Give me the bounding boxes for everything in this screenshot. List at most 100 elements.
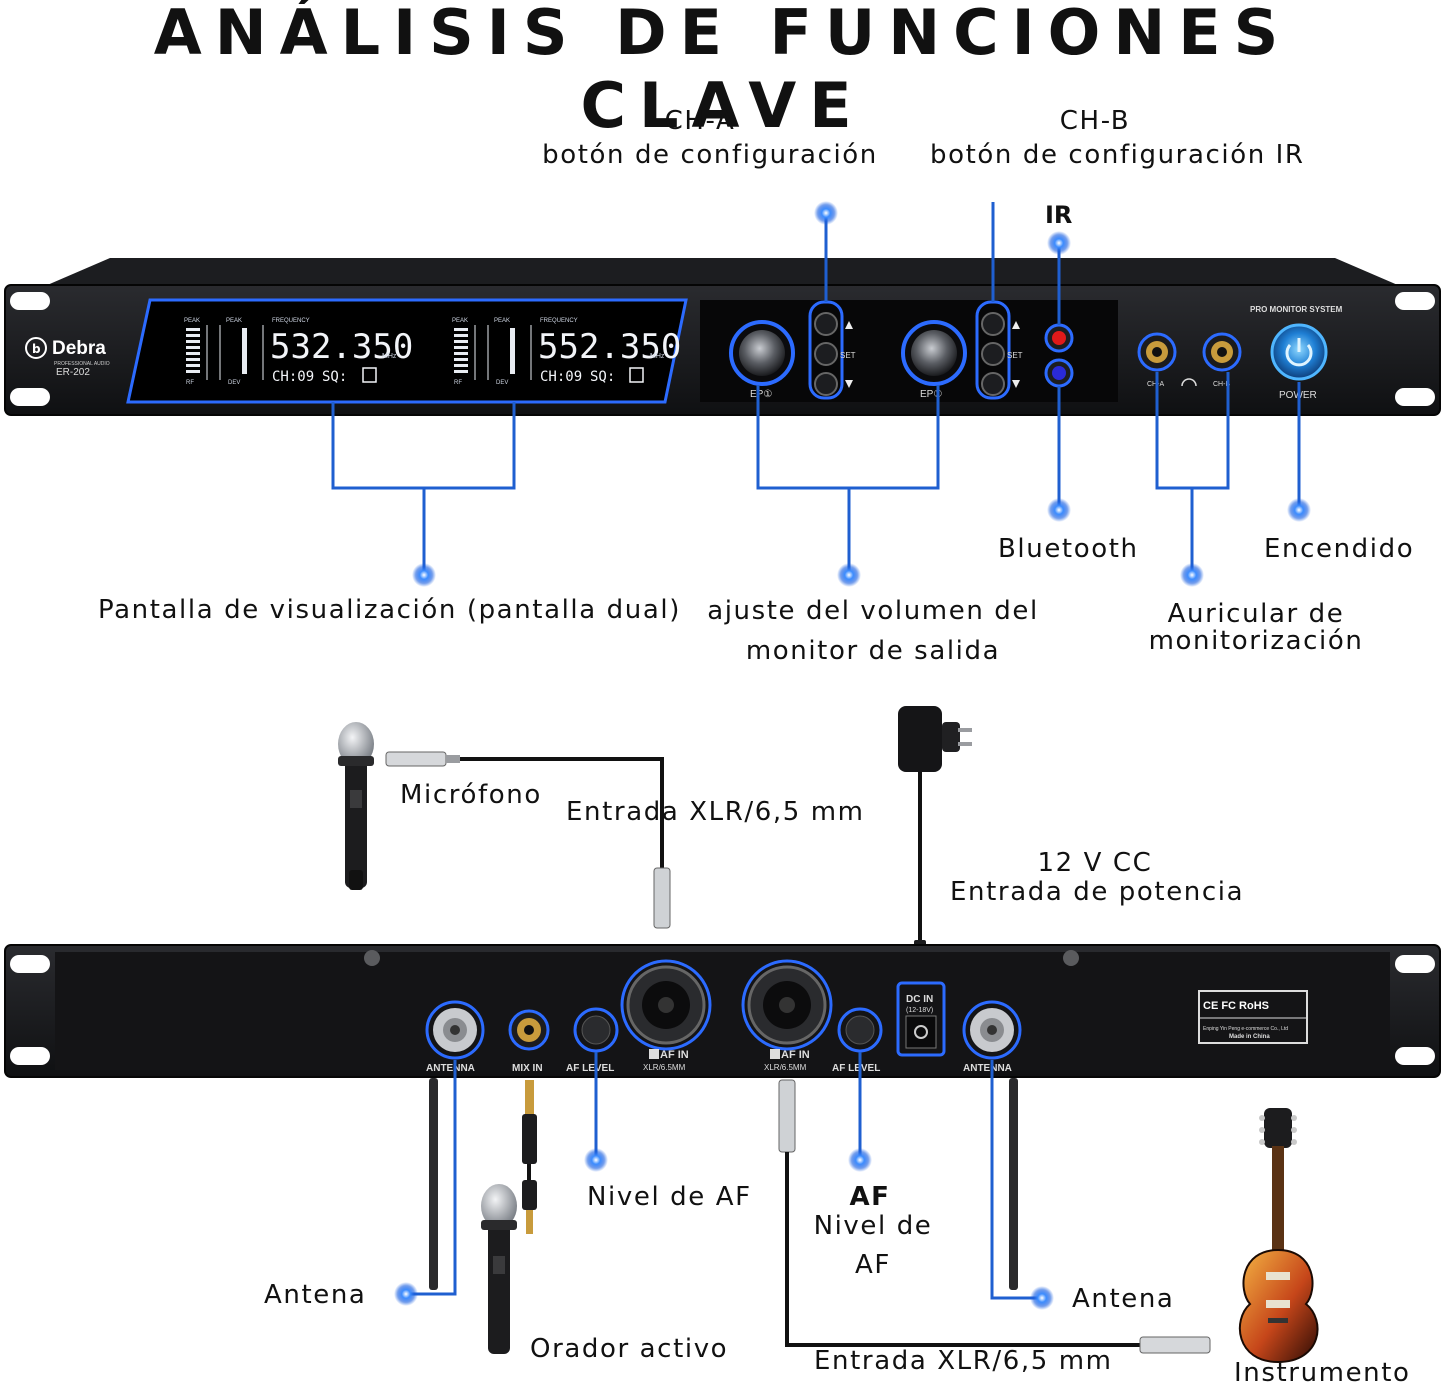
rack-hole: [1395, 1047, 1435, 1065]
headphone-callout-line2: monitorización: [1148, 626, 1364, 656]
af-level-callout-right-line1: Nivel de: [813, 1211, 933, 1241]
rack-hole: [1395, 955, 1435, 973]
callout-dot: [584, 1148, 608, 1172]
frequency-unit: MHz: [382, 353, 397, 360]
front-panel: b Debra PROFESSIONAL AUDIO ER-202 PEAK P…: [4, 258, 1441, 416]
dual-display: [126, 298, 688, 404]
power-icon: [1285, 344, 1313, 367]
active-speaker-illustration: [481, 1184, 517, 1354]
meter-label: RF: [454, 380, 462, 386]
rack-hole: [1395, 292, 1435, 310]
up-arrow-icon: [845, 321, 853, 329]
callout-dot: [394, 1282, 418, 1306]
af-level-knob-left[interactable]: [573, 1007, 619, 1053]
chb-down-button[interactable]: [981, 372, 1005, 396]
chb-callout-title: CH-B: [1059, 106, 1131, 136]
rear-panel: ANTENNA MIX IN AF LEVEL AF IN XLR/6.5MM: [4, 944, 1441, 1078]
headphone-callout-line1: Auricular de: [1167, 599, 1345, 629]
brand-logo-icon: [25, 337, 47, 359]
callout-dot: [837, 563, 861, 587]
page-title: ANÁLISIS DE FUNCIONES CLAVE: [153, 0, 1292, 142]
xlr-input-callout-bottom: Entrada XLR/6,5 mm: [814, 1346, 1113, 1376]
xlr-plug-icon: [385, 751, 447, 767]
xlr-plug-icon: [1139, 1336, 1211, 1354]
af-level-knob-right[interactable]: [837, 1007, 883, 1053]
headphone-icon: [1181, 378, 1197, 387]
dc-in-port[interactable]: [896, 981, 946, 1057]
cha-set-button[interactable]: [814, 342, 838, 366]
volume-callout-line2: monitor de salida: [745, 636, 1001, 666]
antenna-label: ANTENNA: [963, 1063, 1012, 1074]
chb-up-button[interactable]: [981, 312, 1005, 336]
callout-dot: [848, 1148, 872, 1172]
mic-cable: [460, 757, 664, 870]
af-in-connector-right[interactable]: [741, 959, 833, 1051]
antenna-label: ANTENNA: [426, 1063, 475, 1074]
down-arrow-icon: [1012, 380, 1020, 388]
antenna-rod-left: [429, 1078, 438, 1290]
set-label: SET: [1007, 351, 1023, 360]
rack-hole: [10, 388, 50, 406]
display-a: PEAK PEAK RF DEV FREQUENCY 532.350 MHz C…: [184, 318, 413, 386]
knob-b-label: EP②: [920, 389, 942, 400]
chb-jack-label: CH-B: [1213, 381, 1230, 388]
cha-callout-title: CH-A: [664, 106, 736, 136]
frequency-value: 532.350: [270, 327, 413, 367]
screw-icon: [364, 950, 380, 966]
chb-set-button[interactable]: [981, 342, 1005, 366]
display-callout: Pantalla de visualización (pantalla dual…: [98, 595, 681, 625]
chb-callout-desc: botón de configuración IR: [930, 140, 1305, 170]
antenna-callout-left: Antena: [264, 1280, 367, 1310]
af-in-label: AF IN: [781, 1049, 810, 1061]
certification-plate: [1198, 990, 1308, 1044]
callout-dot: [1047, 498, 1071, 522]
af-level-label: AF LEVEL: [566, 1063, 614, 1074]
jack-plug-icon: [522, 1114, 537, 1164]
callout-dot: [1047, 231, 1071, 255]
dc-in-sub-label: (12-18V): [906, 1007, 933, 1014]
sq-readout: SQ:: [322, 369, 347, 385]
brand-logo-glyph: b: [32, 342, 41, 356]
af-level-callout-left: Nivel de AF: [587, 1182, 752, 1212]
antenna-rod-right: [1009, 1078, 1018, 1290]
rack-hole: [1395, 388, 1435, 406]
meter-label: DEV: [228, 380, 240, 386]
guitar-illustration: [1238, 1108, 1319, 1364]
ir-callout: IR: [1045, 201, 1073, 229]
cha-callout-desc: botón de configuración: [542, 140, 878, 170]
cha-up-button[interactable]: [814, 312, 838, 336]
af-in-connector-left[interactable]: [620, 959, 712, 1051]
lock-icon: [629, 367, 644, 383]
af-level-label: AF LEVEL: [832, 1063, 880, 1074]
af-level-callout-right-line2: AF: [855, 1250, 891, 1280]
display-b: PEAK PEAK RF DEV FREQUENCY 552.350 MHz C…: [452, 318, 681, 386]
active-speaker-callout: Orador activo: [530, 1334, 729, 1364]
power-adapter-illustration: [898, 706, 972, 964]
frequency-header: FREQUENCY: [272, 318, 310, 324]
af-in-sub-label: XLR/6.5MM: [643, 1063, 686, 1072]
mix-in-label: MIX IN: [512, 1063, 543, 1074]
instrument-cable: [785, 1152, 1140, 1347]
model-label: ER-202: [56, 367, 90, 378]
callout-dot: [1030, 1286, 1054, 1310]
screw-icon: [1063, 950, 1079, 966]
callout-dot: [1287, 498, 1311, 522]
knob-cap: [739, 330, 785, 376]
antenna-connector-right[interactable]: [962, 1000, 1022, 1060]
instrument-callout: Instrumento: [1234, 1358, 1411, 1388]
sq-readout: SQ:: [590, 369, 615, 385]
brand-subtitle: PROFESSIONAL AUDIO: [54, 361, 110, 367]
channel-readout: CH:09: [540, 369, 582, 385]
chb-buttons: SET: [975, 300, 1023, 400]
meter-label: DEV: [496, 380, 508, 386]
cha-down-button[interactable]: [814, 372, 838, 396]
antenna-connector-left[interactable]: [425, 1000, 485, 1060]
knob-cap: [911, 330, 957, 376]
ir-led-light: [1052, 331, 1066, 345]
xlr-input-callout-top: Entrada XLR/6,5 mm: [566, 797, 865, 827]
brand-name: Debra: [52, 338, 106, 359]
frequency-value: 552.350: [538, 327, 681, 367]
channel-readout: CH:09: [272, 369, 314, 385]
